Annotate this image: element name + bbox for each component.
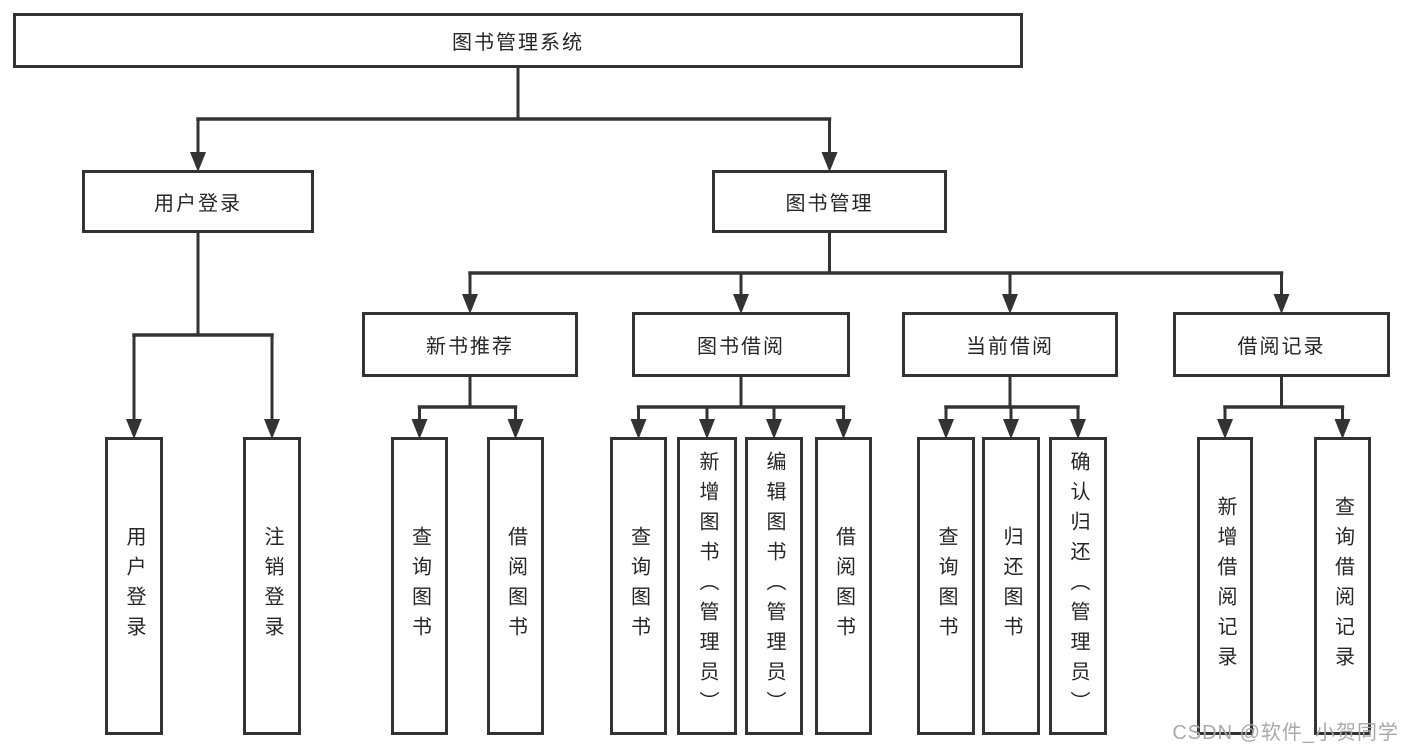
node-book-borrow: 图书借阅: [632, 312, 850, 377]
node-leaf-add-book: 新增图书（管理员）: [677, 437, 737, 735]
node-label-leaf-borrow-books-borrow: 借阅图书: [832, 526, 855, 646]
node-label-root: 图书管理系统: [452, 32, 584, 54]
node-label-leaf-borrow-books-newrec: 借阅图书: [504, 526, 527, 646]
node-label-new-book-rec: 新书推荐: [426, 336, 514, 358]
node-label-leaf-query-books-newrec: 查询图书: [408, 526, 431, 646]
node-label-leaf-query-borrow-record: 查询借阅记录: [1331, 496, 1354, 676]
arrowhead-icon: [190, 152, 206, 172]
arrowhead-icon: [938, 419, 954, 439]
arrowhead-icon: [733, 294, 749, 314]
node-label-leaf-user-login: 用户登录: [123, 526, 145, 646]
arrowhead-icon: [507, 419, 524, 439]
node-leaf-confirm-return: 确认归还（管理员）: [1049, 437, 1107, 735]
arrowhead-icon: [1002, 294, 1018, 314]
node-leaf-edit-book: 编辑图书（管理员）: [745, 437, 803, 735]
arrowhead-icon: [835, 419, 852, 439]
node-new-book-rec: 新书推荐: [362, 312, 578, 377]
node-book-mgmt: 图书管理: [712, 170, 947, 233]
node-label-leaf-return-book: 归还图书: [1000, 526, 1022, 646]
node-leaf-query-books-newrec: 查询图书: [391, 437, 448, 735]
node-borrow-records: 借阅记录: [1173, 312, 1390, 377]
node-label-user-login: 用户登录: [154, 193, 242, 215]
node-leaf-add-borrow-record: 新增借阅记录: [1197, 437, 1253, 735]
node-leaf-query-borrow-record: 查询借阅记录: [1314, 437, 1371, 735]
node-label-leaf-query-books-current: 查询图书: [935, 526, 957, 646]
arrowhead-icon: [126, 419, 142, 439]
arrowhead-icon: [766, 419, 782, 439]
node-leaf-query-books-borrow: 查询图书: [610, 437, 667, 735]
node-leaf-user-login: 用户登录: [105, 437, 163, 735]
node-label-leaf-add-book: 新增图书（管理员）: [696, 451, 718, 721]
node-current-borrow: 当前借阅: [902, 312, 1118, 377]
node-leaf-query-books-current: 查询图书: [917, 437, 975, 735]
node-label-leaf-query-books-borrow: 查询图书: [627, 526, 650, 646]
node-root: 图书管理系统: [13, 13, 1023, 68]
node-user-login: 用户登录: [82, 170, 314, 233]
node-label-leaf-confirm-return: 确认归还（管理员）: [1067, 451, 1089, 721]
csdn-watermark: CSDN @软件_小贺同学: [1172, 722, 1399, 744]
node-leaf-return-book: 归还图书: [982, 437, 1040, 735]
arrowhead-icon: [462, 294, 478, 314]
arrowhead-icon: [411, 419, 428, 439]
node-label-book-mgmt: 图书管理: [785, 193, 874, 215]
arrowhead-icon: [1003, 419, 1019, 439]
node-label-leaf-edit-book: 编辑图书（管理员）: [763, 451, 785, 721]
node-leaf-logout: 注销登录: [243, 437, 301, 735]
node-label-book-borrow: 图书借阅: [697, 336, 785, 358]
arrowhead-icon: [264, 419, 280, 439]
arrowhead-icon: [699, 419, 715, 439]
arrowhead-icon: [1217, 419, 1233, 439]
arrowhead-icon: [1070, 419, 1086, 439]
node-label-leaf-add-borrow-record: 新增借阅记录: [1214, 496, 1236, 676]
arrowhead-icon: [1334, 419, 1351, 439]
node-leaf-borrow-books-borrow: 借阅图书: [815, 437, 872, 735]
node-leaf-borrow-books-newrec: 借阅图书: [487, 437, 544, 735]
node-label-leaf-logout: 注销登录: [261, 526, 283, 646]
arrowhead-icon: [1273, 294, 1290, 314]
node-label-current-borrow: 当前借阅: [966, 336, 1054, 358]
arrowhead-icon: [630, 419, 647, 439]
node-label-borrow-records: 借阅记录: [1237, 336, 1326, 358]
arrowhead-icon: [821, 152, 838, 172]
